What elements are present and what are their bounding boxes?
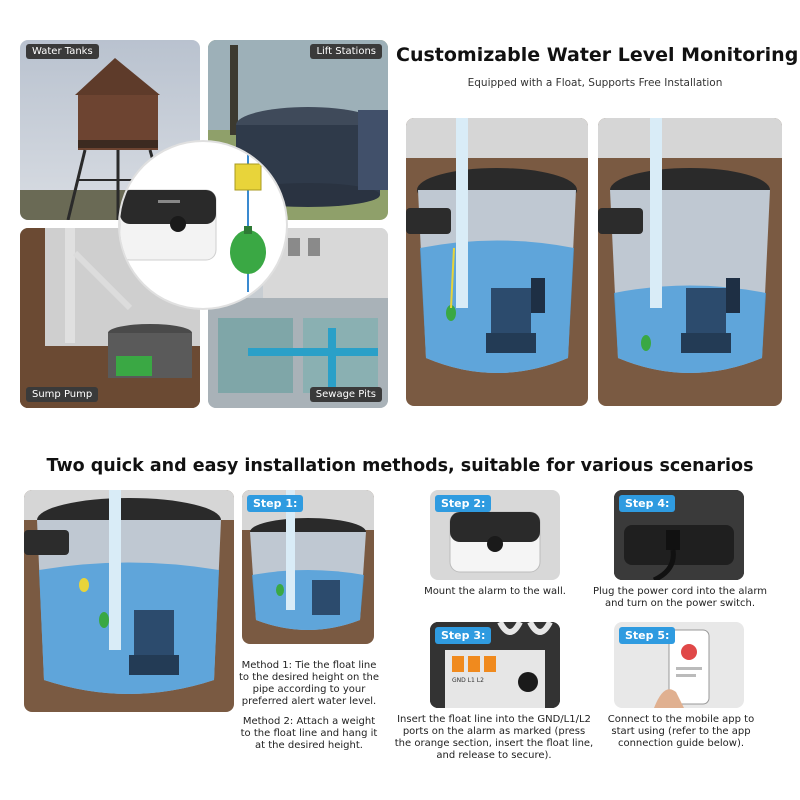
step-2-card: Step 2: <box>430 490 560 580</box>
scene-label-sump-pump: Sump Pump <box>26 387 99 402</box>
step-5-badge: Step 5: <box>619 627 676 644</box>
pit-diagram-low-level <box>598 118 782 406</box>
scene-label-sewage-pits: Sewage Pits <box>309 387 382 402</box>
installation-title: Two quick and easy installation methods,… <box>46 456 754 476</box>
scene-label-lift-stations: Lift Stations <box>310 44 382 59</box>
pit-diagram-high-level <box>406 118 588 406</box>
pit-illustration-low <box>598 118 782 373</box>
phone-app-illustration <box>654 629 710 708</box>
method-pit-illustration <box>24 490 234 694</box>
step-5-card: Step 5: <box>614 622 744 708</box>
wall-mounted-alarm-illustration <box>449 511 541 573</box>
step-3-caption: Insert the float line into the GND/L1/L2… <box>394 714 594 761</box>
step-1-illustration <box>242 490 374 630</box>
step-4-caption: Plug the power cord into the alarm and t… <box>592 586 768 609</box>
step-3-badge: Step 3: <box>435 627 492 644</box>
method-1-text: Method 1: Tie the float line to the desi… <box>239 660 379 707</box>
step-4-badge: Step 4: <box>619 495 676 512</box>
product-circle <box>118 140 288 310</box>
step-4-card: Step 4: <box>614 490 744 580</box>
sewage-pit-illustration <box>208 228 388 408</box>
terminal-ports-illustration: GND L1 L2 <box>430 622 560 708</box>
monitoring-title: Customizable Water Level Monitoring <box>396 44 799 66</box>
method-2-text: Method 2: Attach a weight to the float l… <box>240 716 378 751</box>
pit-illustration-high <box>406 118 588 373</box>
scene-lift-stations: Lift Stations <box>208 40 388 220</box>
scene-label-water-tanks: Water Tanks <box>26 44 99 59</box>
port-labels: GND L1 L2 <box>452 677 484 684</box>
step-1-badge: Step 1: <box>247 495 304 512</box>
step-2-caption: Mount the alarm to the wall. <box>424 586 566 597</box>
step-5-caption: Connect to the mobile app to start using… <box>607 714 755 749</box>
step-3-card: GND L1 L2 Step 3: <box>430 622 560 708</box>
step-2-badge: Step 2: <box>435 495 492 512</box>
monitoring-subtitle: Equipped with a Float, Supports Free Ins… <box>467 77 723 89</box>
step-1-card: Step 1: <box>242 490 374 644</box>
alarm-with-float-illustration <box>120 142 266 292</box>
method-pit-diagram <box>24 490 234 712</box>
scene-sewage-pits: Sewage Pits <box>208 228 388 408</box>
